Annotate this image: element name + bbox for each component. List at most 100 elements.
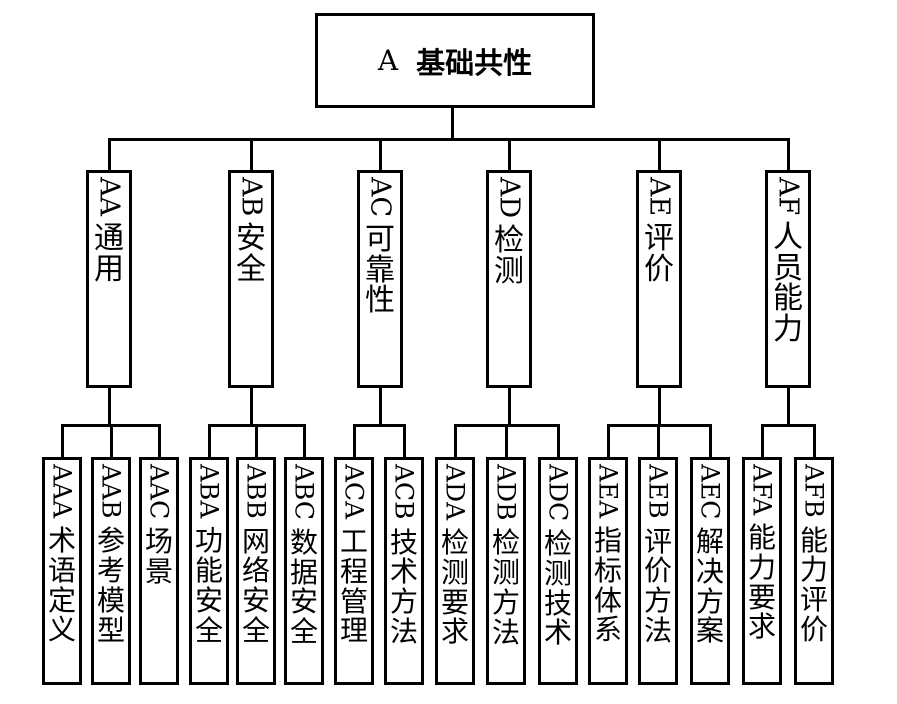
subcategory-abc-name: 数据安全 [289,526,318,649]
subcategory-aab-code: AAB [96,464,126,519]
subcategory-aac-label: AAC 场景 [142,464,176,587]
down-connector-ab [250,388,253,427]
category-ad-code: AD [493,177,525,219]
category-ae-name: 评价 [644,221,674,287]
subcategory-aea-code: AEA [593,464,623,519]
connector-abb [255,424,258,457]
level2-bus [108,138,790,141]
down-connector-ad [508,388,511,427]
down-connector-ac [379,388,382,427]
category-ac-name: 可靠性 [365,222,395,319]
subcategory-aaa-code: AAA [47,464,77,519]
subcategory-aab-name: 参考模型 [96,524,125,647]
subcategory-afa-code: AFA [747,464,777,516]
category-ae-code: AE [643,177,675,217]
subcategory-aea-name: 指标体系 [593,524,622,647]
connector-aac [158,424,161,457]
category-node-aa: AA 通用 [86,170,132,388]
connector-ac [379,138,382,170]
category-af-code: AF [772,177,804,216]
subcategory-node-afa: AFA 能力要求 [742,457,782,685]
connector-ad [508,138,511,170]
subcategory-ada-code: ADA [440,464,470,521]
connector-aec [709,424,712,457]
category-aa-name: 通用 [94,221,124,287]
subcategory-adc-label: ADC 检测技术 [541,464,575,648]
subcategory-aac-name: 场景 [144,525,173,588]
subcategory-abc-code: ABC [289,464,319,521]
subcategory-aeb-code: AEB [643,464,673,519]
connector-afb [813,424,816,457]
subcategory-aec-name: 解决方案 [695,525,724,648]
subcategory-aec-label: AEC 解决方案 [693,464,727,646]
subcategory-afb-code: AFB [799,464,829,518]
subcategory-node-adc: ADC 检测技术 [538,457,578,685]
subcategory-aba-code: ABA [194,464,224,519]
category-ad-name: 检测 [494,223,524,289]
subcategory-node-adb: ADB 检测方法 [486,457,526,685]
connector-adb [505,424,508,457]
category-ab-name: 安全 [236,221,266,287]
down-connector-aa [108,388,111,427]
subcategory-node-afb: AFB 能力评价 [794,457,834,685]
connector-ada [454,424,457,457]
subcategory-adb-code: ADB [491,464,521,521]
subcategory-aec-code: AEC [695,464,725,520]
category-aa-label: AA 通用 [89,177,129,285]
category-af-label: AF 人员能力 [768,177,808,346]
subcategory-node-aac: AAC 场景 [139,457,179,685]
connector-ab [250,138,253,170]
subcategory-adc-name: 检测技术 [543,527,572,650]
connector-ae [658,138,661,170]
down-connector-ae [658,388,661,427]
subcategory-afb-name: 能力评价 [799,523,828,646]
connector-aab [110,424,113,457]
connector-adc [557,424,560,457]
subcategory-aea-label: AEA 指标体系 [591,464,625,645]
connector-acb [403,424,406,457]
subcategory-aaa-name: 术语定义 [47,524,76,647]
subcategory-aca-name: 工程管理 [339,525,368,648]
category-aa-code: AA [93,177,125,216]
connector-afa [761,424,764,457]
subcategory-node-abc: ABC 数据安全 [284,457,324,685]
connector-aea [607,424,610,457]
connector-aaa [61,424,64,457]
root-name: 基础共性 [416,45,533,80]
root-code: A [377,44,399,77]
subcategory-adb-name: 检测方法 [491,526,520,649]
subcategory-adc-code: ADC [543,464,573,522]
subcategory-abc-label: ABC 数据安全 [287,464,321,647]
subcategory-aab-label: AAB 参考模型 [94,464,128,645]
connector-aa [108,138,111,170]
sub-bus-af [761,424,816,427]
subcategory-node-aec: AEC 解决方案 [690,457,730,685]
category-af-name: 人员能力 [773,220,803,348]
subcategory-aaa-label: AAA 术语定义 [45,464,79,645]
subcategory-adb-label: ADB 检测方法 [489,464,523,647]
down-connector-af [787,388,790,427]
subcategory-aac-code: AAC [144,464,174,520]
subcategory-abb-code: ABB [241,464,271,519]
subcategory-afa-name: 能力要求 [747,521,776,644]
subcategory-acb-code: ACB [389,464,419,520]
subcategory-node-aab: AAB 参考模型 [91,457,131,685]
subcategory-node-aaa: AAA 术语定义 [42,457,82,685]
